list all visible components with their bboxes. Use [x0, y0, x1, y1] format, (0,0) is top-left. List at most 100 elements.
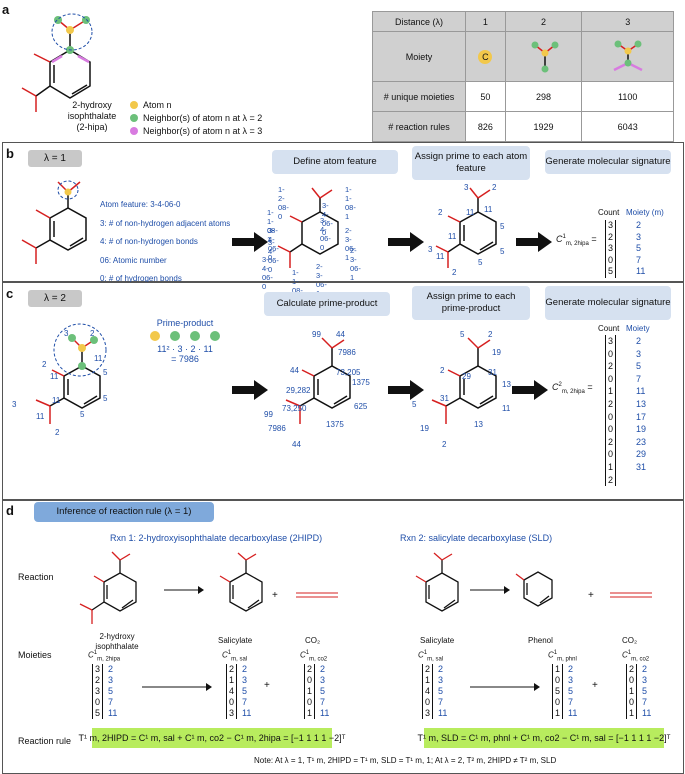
moiety-vector-label: C1m, co2 [622, 650, 649, 662]
molecule-name: 2-hydroxy isophthalate (2-hipa) [52, 100, 132, 133]
vector-entry: 7 [642, 697, 648, 707]
vector-entry: 7 [320, 697, 326, 707]
prime-label: 2 [438, 208, 443, 217]
vector-entry: 2 [229, 664, 235, 674]
vector-entry: 5 [636, 361, 642, 372]
signature-symbol: C [418, 650, 424, 660]
prime-product-title: Prime-product [156, 318, 214, 328]
moiety-header-b: Moiety (m) [626, 208, 664, 217]
atom-label: 44 [336, 330, 345, 339]
atom-label: 5 [460, 330, 465, 339]
signature-symbol: C [556, 234, 563, 244]
green-dot-icon [190, 331, 200, 341]
green-dot-icon [130, 114, 138, 122]
signature-sup: 1 [227, 650, 232, 656]
vector-entry: 3 [642, 675, 648, 685]
panel-label-a: a [2, 2, 10, 17]
vector-entry: 5 [636, 243, 642, 253]
vector-entry: 1 [307, 686, 313, 696]
step-define-atom-feature: Define atom feature [272, 150, 398, 174]
step-calc-prime-product: Calculate prime-product [264, 292, 390, 316]
vector-entry: 11 [320, 708, 330, 718]
pink-dot-icon [130, 127, 138, 135]
signature-sub: m, phnl [557, 656, 577, 663]
plus-sign: + [588, 590, 594, 601]
row-rule: Reaction rule [18, 736, 72, 746]
rxn2-compound-1: Salicylate [420, 636, 455, 645]
vector-entry: 0 [629, 697, 635, 707]
rxn1-salicylate-molecule [219, 552, 263, 612]
vector-entry: 4 [229, 686, 235, 696]
vector-entry: 2 [608, 436, 614, 447]
vector-entry: 0 [608, 373, 614, 384]
vector-entry: 5 [95, 708, 101, 718]
feature-label: 3-4-06-0 [322, 201, 333, 237]
signature-symbol: C [300, 650, 306, 660]
feature-label: 3-4-06-0 [268, 226, 279, 262]
reaction-rule-2: T¹ m, SLD = C¹ m, phnl + C¹ m, co2 − C¹ … [418, 728, 671, 748]
signature-c: C2m, 2hipa = [552, 382, 593, 395]
panel-c [2, 282, 684, 500]
vector-entry: 0 [555, 675, 561, 685]
step-assign-prime: Assign prime to each atom feature [412, 146, 530, 180]
vector-entry: 11 [438, 708, 448, 718]
atom-label: 31 [488, 368, 497, 377]
legend-text: Neighbor(s) of atom n at λ = 2 [143, 113, 263, 123]
atom-label: 1375 [352, 378, 370, 387]
vector-entry: 0 [629, 675, 635, 685]
vector-entry: 11 [568, 708, 578, 718]
atom-label: 44 [292, 440, 301, 449]
co2-molecule-1 [296, 592, 338, 598]
legend-atom: Atom n [130, 100, 172, 110]
moiety-header-c: Moiety [626, 324, 650, 333]
signature-sup: 1 [553, 650, 558, 656]
atom-label: 73,250 [282, 404, 307, 413]
prime-label: 11 [466, 208, 475, 217]
vector-entry: 3 [95, 686, 101, 696]
atom-label: 5 [103, 394, 108, 403]
count-header-b: Count [598, 208, 620, 217]
atom-label: 99 [312, 330, 321, 339]
vector-entry: 0 [307, 697, 313, 707]
plus-sign: + [272, 590, 278, 601]
rxn2-salicylate-molecule [415, 552, 459, 612]
atom-label: 73,205 [336, 368, 361, 377]
vector-entry: 1 [608, 461, 614, 472]
vector-entry: 2 [568, 664, 574, 674]
vector-entry: 31 [636, 461, 647, 472]
prime-label: 2 [492, 183, 497, 192]
moiety-vector-label: C1m, phnl [548, 650, 577, 662]
legend-neighbor-2: Neighbor(s) of atom n at λ = 2 [130, 113, 262, 123]
atom-label: 2 [90, 329, 95, 338]
vector-entry: 2 [320, 664, 326, 674]
molecule-2hipa-b [21, 180, 87, 264]
molecule-name-line2: isophthalate [67, 111, 117, 121]
step-generate-signature-b: Generate molecular signature [545, 150, 671, 174]
feature-label: 1-1-08-1 [345, 185, 356, 221]
signature-sub: m, co2 [631, 656, 650, 663]
vector-entry: 3 [636, 348, 642, 359]
prime-product-dots [140, 331, 230, 341]
vector-entry: 3 [636, 231, 642, 242]
prime-label: 5 [478, 258, 483, 267]
atom-label: 1375 [326, 420, 344, 429]
reaction-arrow-icon [164, 586, 204, 594]
vector-entry: 11 [636, 386, 646, 397]
table-cell [581, 31, 674, 82]
atom-label: 5 [103, 368, 108, 377]
table-cell: C [465, 31, 506, 82]
vector-entry: 1 [608, 386, 614, 397]
vector-entry: 0 [608, 449, 614, 460]
vector-entry: 2 [108, 664, 114, 674]
atom-label: 2 [42, 360, 47, 369]
molecule-name-line3: (2-hipa) [76, 122, 108, 132]
signature-symbol: C [222, 650, 228, 660]
table-header: 2 [504, 11, 583, 32]
